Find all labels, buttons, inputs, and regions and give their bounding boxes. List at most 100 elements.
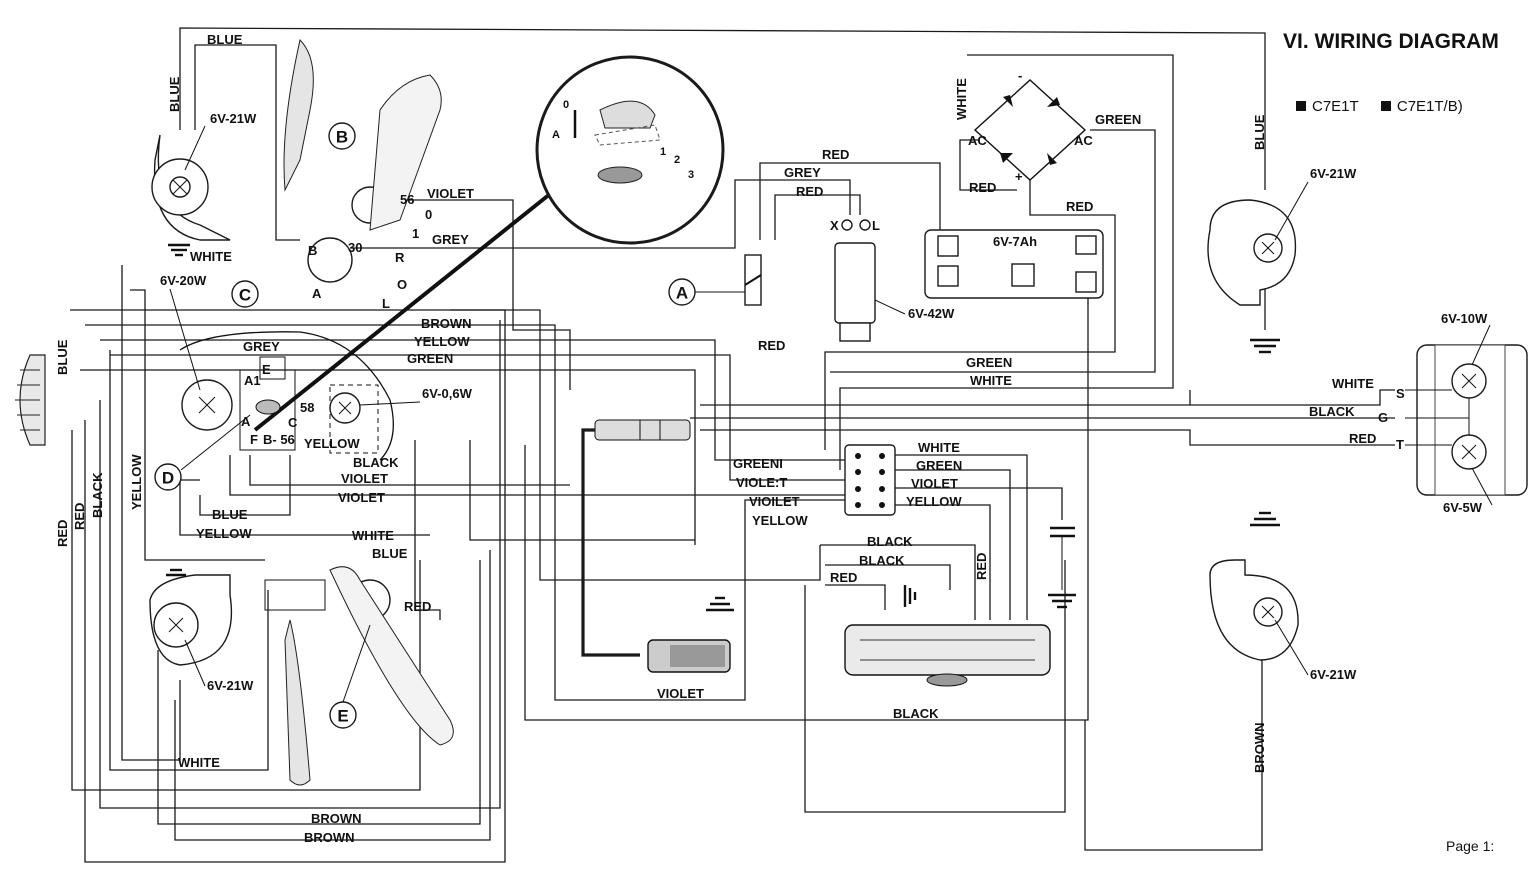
wire-label-black: BLACK — [859, 553, 905, 568]
callout-c: C — [231, 280, 259, 308]
callout-b: B — [328, 122, 356, 150]
ground-icon — [706, 596, 734, 612]
lamp-label-6v21w-bottom: 6V-21W — [207, 678, 254, 693]
ground-icon — [1048, 593, 1076, 609]
wire-label-red: RED — [969, 180, 996, 195]
ground-icon — [1250, 338, 1280, 354]
terminal-ac-right: AC — [1074, 133, 1093, 148]
battery-unit — [924, 229, 1104, 299]
inset-label-2: 2 — [674, 154, 680, 166]
ignition-coil — [647, 639, 731, 673]
diagram-title: VI. WIRING DIAGRAM — [1283, 30, 1499, 53]
callout-d: D — [154, 463, 182, 491]
pilot-lamp — [329, 384, 379, 454]
wire-label-violet: VIOLET — [341, 471, 388, 486]
wire-label-violet: VIOLET — [427, 186, 474, 201]
wire-label-black: BLACK — [1309, 404, 1355, 419]
legend-square-icon — [1296, 101, 1306, 111]
callout-d-label: D — [162, 469, 174, 488]
terminal-b-56: B- 56 — [263, 432, 295, 447]
wire-label-violet: VIOLET — [657, 686, 704, 701]
horn-label: 6V-42W — [908, 306, 955, 321]
stator-flywheel — [844, 624, 1051, 687]
wire-label-red: RED — [830, 570, 857, 585]
wire-label-violet: VIOLET — [911, 476, 958, 491]
wire-label-red: RED — [1066, 199, 1093, 214]
wire-label-white: WHITE — [918, 440, 960, 455]
model-legend: C7E1T C7E1T/B) — [1296, 98, 1481, 115]
terminal-ac-left: AC — [968, 133, 987, 148]
lamp-label-6v20w: 6V-20W — [160, 273, 207, 288]
wire-label-red: RED — [758, 338, 785, 353]
wire-label-black: BLACK — [867, 534, 913, 549]
callout-a-label: A — [676, 284, 688, 303]
lamp-label-6v06w: 6V-0,6W — [422, 386, 473, 401]
callout-b-label: B — [336, 128, 348, 147]
lamp-label-6v21w-rear-top: 6V-21W — [1310, 166, 1357, 181]
terminal-x: X — [830, 218, 839, 233]
wire-label-yellow: YELLOW — [414, 334, 470, 349]
terminal-1: 1 — [412, 226, 419, 241]
terminal-c: C — [288, 415, 298, 430]
callout-a: A — [668, 278, 696, 306]
headlamp-bulb — [181, 379, 233, 431]
wire-label-blue: BLUE — [212, 507, 248, 522]
wire-label-green: GREEN — [1095, 112, 1141, 127]
horn-unit — [834, 219, 876, 342]
ground-icon — [903, 585, 917, 607]
terminal-a-switch: A — [241, 414, 251, 429]
wire-label-yellow: YELLOW — [752, 513, 808, 528]
wire-label-red: RED — [796, 184, 823, 199]
wire-label-green: GREEN — [966, 355, 1012, 370]
wire-label-yellow: YELLOW — [304, 436, 360, 451]
terminal-l: L — [382, 296, 390, 311]
battery-label: 6V-7Ah — [993, 234, 1037, 249]
lamp-label-6v21w-rear-bottom: 6V-21W — [1310, 667, 1357, 682]
wire-label-black: BLACK — [353, 455, 399, 470]
inset-label-1: 1 — [660, 146, 666, 158]
rectifier-bridge — [973, 79, 1087, 181]
terminal-e: E — [262, 362, 271, 377]
wire-label-red: RED — [72, 503, 87, 530]
wire-label-black: BLACK — [893, 706, 939, 721]
wire-label-white: WHITE — [1332, 376, 1374, 391]
terminal-b: B — [308, 243, 317, 258]
terminal-r: R — [395, 250, 405, 265]
wire-label-black: BLACK — [90, 472, 105, 518]
front-turn-lamp-top — [151, 134, 231, 241]
condenser — [1050, 526, 1075, 590]
legend-item: C7E1T — [1296, 98, 1359, 115]
rear-turn-lamp-top — [1207, 199, 1297, 306]
lamp-label-6v5w: 6V-5W — [1443, 500, 1483, 515]
wire-label-brown: BROWN — [421, 316, 472, 331]
wire-label-grey: GREY — [432, 232, 469, 247]
legend-square-icon — [1380, 101, 1391, 111]
wire-label-white: WHITE — [970, 373, 1012, 388]
ground-icon — [1250, 511, 1280, 527]
callout-c-label: C — [239, 286, 251, 305]
junction-block — [844, 444, 896, 516]
terminal-a1: A1 — [244, 373, 261, 388]
wire-label-yellow: YELLOW — [196, 526, 252, 541]
terminal-30: 30 — [348, 240, 362, 255]
wire-label-yellow: YELLOW — [906, 494, 962, 509]
wire-label-blue: BLUE — [167, 76, 182, 112]
wire-label-red: RED — [55, 520, 70, 547]
wire-label-white: WHITE — [190, 249, 232, 264]
wire-label-brown: BROWN — [311, 811, 362, 826]
wire-label-grey: GREY — [784, 165, 821, 180]
rear-turn-lamp-bottom — [1209, 559, 1299, 661]
terminal-f: F — [250, 432, 258, 447]
wire-label-blue: BLUE — [55, 339, 70, 375]
headlight-switch-housing — [179, 331, 394, 461]
switch-detail-inset: 0 A 1 2 3 — [535, 55, 725, 245]
wire-harness — [70, 27, 1395, 863]
terminal-t: T — [1396, 437, 1404, 452]
inset-label-A: A — [552, 129, 560, 141]
legend-label: C7E1T/B) — [1396, 98, 1463, 115]
wire-label-red: RED — [974, 553, 989, 580]
terminal-58: 58 — [300, 400, 314, 415]
wire-label-vioilet: VIOILET — [749, 494, 800, 509]
terminal-l-horn: L — [872, 218, 880, 233]
wire-label-white: WHITE — [178, 755, 220, 770]
